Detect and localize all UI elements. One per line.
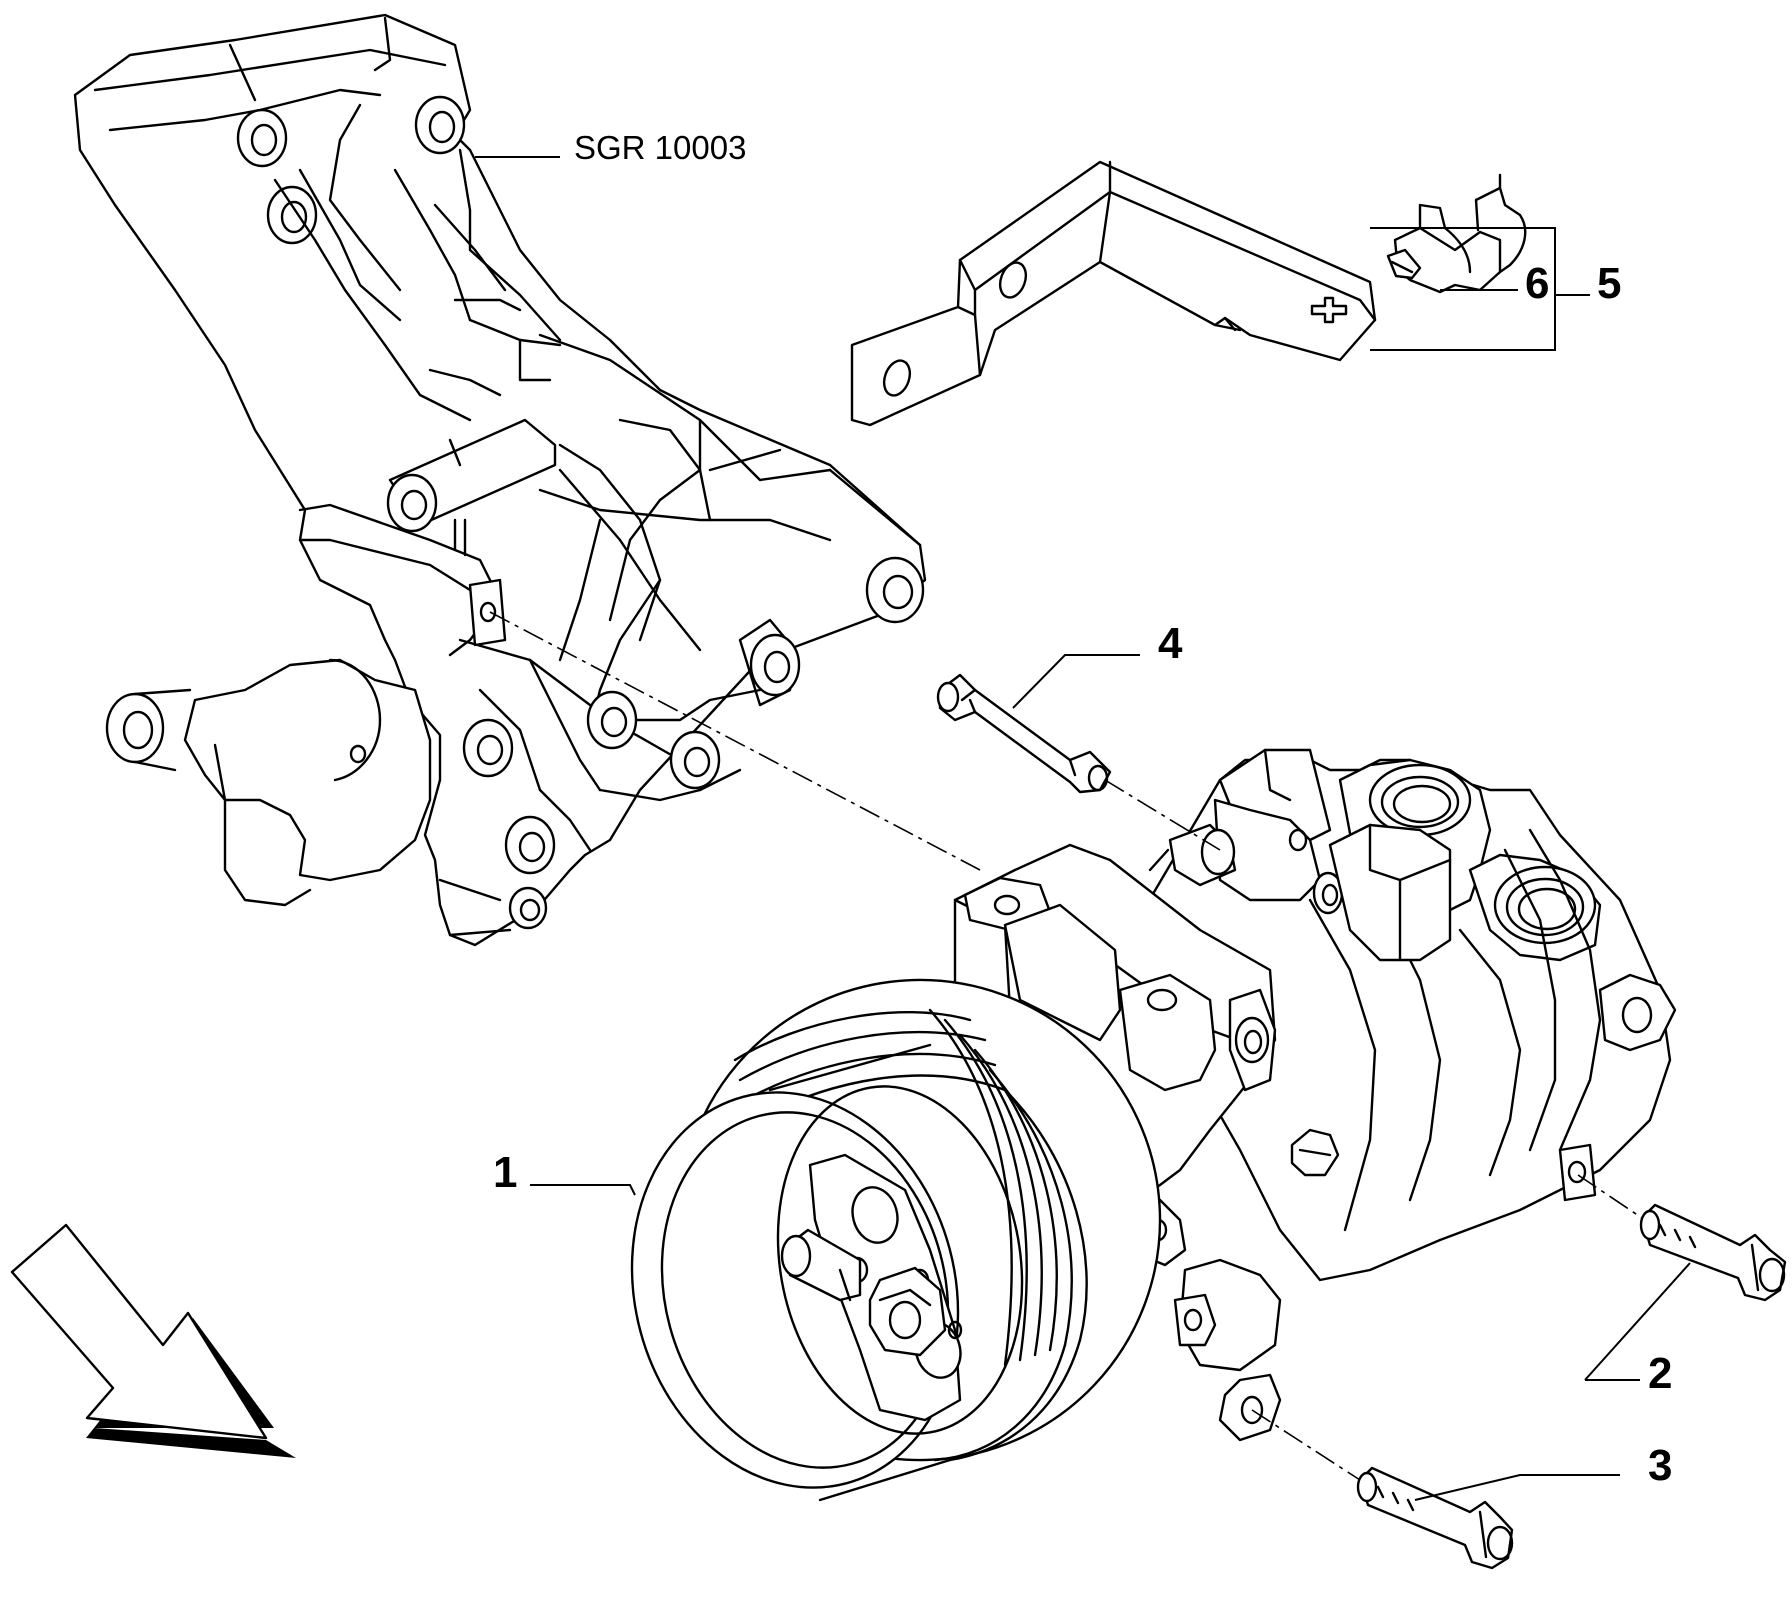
callout-leaders <box>530 227 1691 1501</box>
callout-labels: 1 2 3 4 5 6 <box>493 259 1672 1490</box>
locating-pin[interactable] <box>936 673 1112 794</box>
bracket-reference: SGR 10003 <box>475 129 746 166</box>
callout-2: 2 <box>1648 1349 1672 1398</box>
front-direction-arrow-icon <box>10 1223 296 1458</box>
callout-4: 4 <box>1158 619 1183 668</box>
pipe-holder-bracket[interactable] <box>850 160 1377 427</box>
pipe-clip[interactable] <box>1386 173 1527 294</box>
compressor-support-bracket[interactable] <box>73 13 927 947</box>
callout-3: 3 <box>1648 1441 1672 1490</box>
callout-1: 1 <box>493 1148 517 1197</box>
bracket-reference-code: SGR 10003 <box>574 129 746 166</box>
callout-5: 5 <box>1597 259 1621 308</box>
bolt-front[interactable] <box>1356 1466 1514 1570</box>
bolt-rear[interactable] <box>1639 1203 1787 1302</box>
callout-6: 6 <box>1525 259 1549 308</box>
ac-compressor[interactable] <box>589 748 1677 1539</box>
assembly-center-lines <box>489 611 1643 1481</box>
